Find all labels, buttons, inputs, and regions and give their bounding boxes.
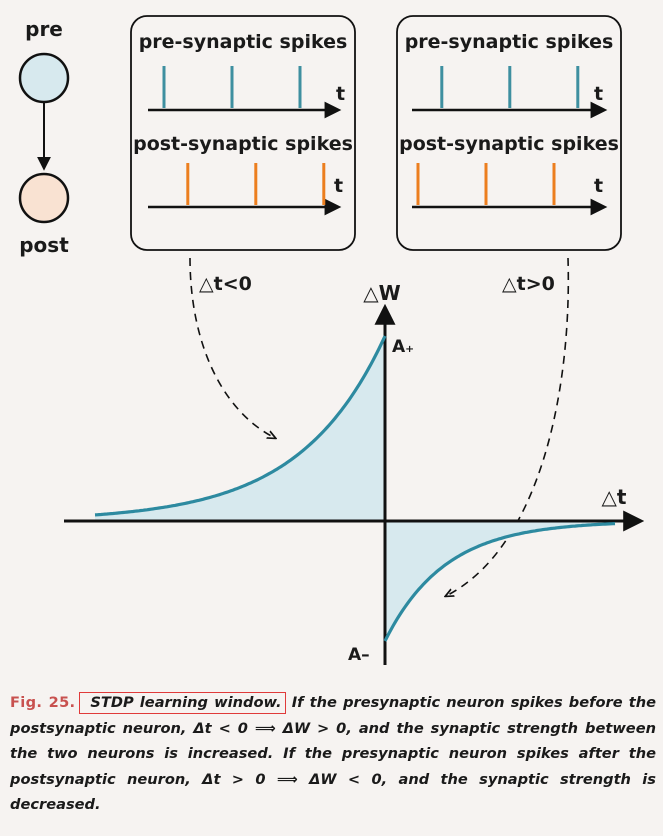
- a-minus-label: A–: [348, 645, 370, 665]
- a-plus-label: A₊: [392, 337, 414, 357]
- spike-panel-right: pre-synaptic spikes t post-synaptic spik…: [396, 15, 622, 251]
- pre-spikes-title: pre-synaptic spikes: [405, 31, 614, 53]
- figure-number: Fig. 25.: [10, 694, 76, 711]
- left-arrow-label: △t<0: [199, 273, 252, 295]
- stdp-figure: pre post pre-synaptic spikes t post-syna…: [18, 15, 645, 665]
- caption-title-highlight: STDP learning window.: [79, 692, 286, 714]
- ltp-curve: [94, 335, 387, 517]
- pre-neuron: [18, 52, 70, 104]
- ltd-curve: [383, 522, 616, 642]
- pre-axis-label: t: [594, 83, 603, 105]
- pre-spikes-title: pre-synaptic spikes: [139, 31, 348, 53]
- x-axis-label: △t: [602, 485, 627, 509]
- post-neuron: [18, 172, 70, 224]
- left-dashed-arrow: [189, 257, 275, 438]
- post-spikes-title: post-synaptic spikes: [133, 133, 353, 155]
- post-neuron-label: post: [19, 233, 69, 257]
- post-axis-label: t: [594, 175, 603, 197]
- post-axis-label: t: [334, 175, 343, 197]
- ltp-region-fill: [95, 336, 385, 521]
- pre-spike-train: [162, 66, 302, 108]
- caption-title: STDP learning window.: [90, 694, 282, 711]
- pre-spike-train: [440, 66, 580, 108]
- post-spike-train: [416, 163, 556, 205]
- pre-axis-label: t: [336, 83, 345, 105]
- post-spikes-title: post-synaptic spikes: [399, 133, 619, 155]
- y-axis-label: △W: [363, 281, 400, 305]
- ltd-region-fill: [385, 521, 615, 641]
- right-dashed-arrow: [446, 257, 570, 596]
- caption-body: If the presynaptic neuron spikes before …: [10, 694, 657, 813]
- pre-neuron-label: pre: [25, 17, 63, 41]
- spike-panel-left: pre-synaptic spikes t post-synaptic spik…: [130, 15, 356, 251]
- post-spike-train: [186, 163, 326, 205]
- right-arrow-label: △t>0: [502, 273, 555, 295]
- figure-caption: Fig. 25. STDP learning window. If the pre…: [10, 690, 656, 818]
